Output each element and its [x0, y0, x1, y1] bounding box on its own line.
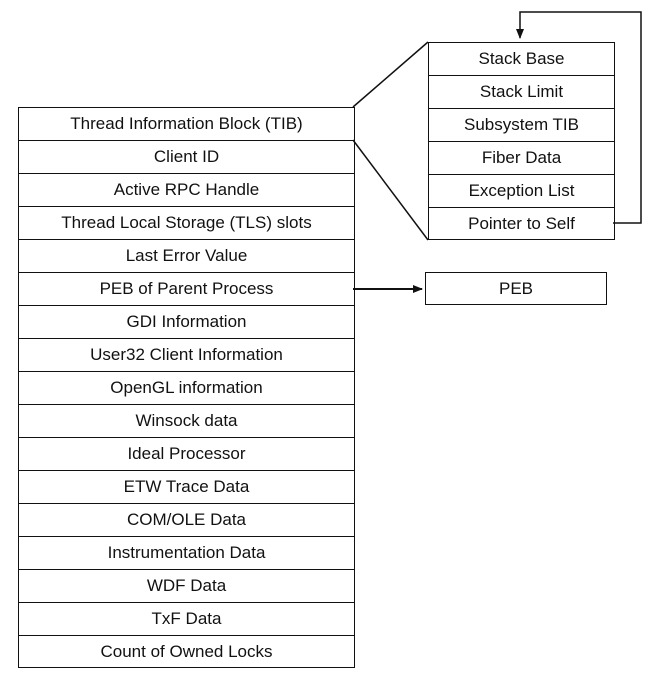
nt-tib-field-exception-list: Exception List — [429, 174, 614, 207]
tib-field-etw-trace-data: ETW Trace Data — [19, 470, 354, 503]
nt-tib-field-stack-base: Stack Base — [429, 42, 614, 75]
expand-line-bottom — [352, 139, 429, 241]
tib-field-gdi-information: GDI Information — [19, 305, 354, 338]
tib-field-wdf-data: WDF Data — [19, 569, 354, 602]
tib-field-com-ole-data: COM/OLE Data — [19, 503, 354, 536]
nt-tib-field-fiber-data: Fiber Data — [429, 141, 614, 174]
tib-field-peb-of-parent-process: PEB of Parent Process — [19, 272, 354, 305]
tib-field-active-rpc-handle: Active RPC Handle — [19, 173, 354, 206]
tib-field-tls-slots: Thread Local Storage (TLS) slots — [19, 206, 354, 239]
tib-field-user32-client-information: User32 Client Information — [19, 338, 354, 371]
expand-line-top — [352, 41, 429, 108]
tib-field-last-error-value: Last Error Value — [19, 239, 354, 272]
nt-tib-field-pointer-to-self: Pointer to Self — [429, 207, 614, 240]
nt-tib-field-subsystem-tib: Subsystem TIB — [429, 108, 614, 141]
tib-field-ideal-processor: Ideal Processor — [19, 437, 354, 470]
tib-field-opengl-information: OpenGL information — [19, 371, 354, 404]
tib-structure: Thread Information Block (TIB) Client ID… — [18, 107, 355, 668]
nt-tib-field-stack-limit: Stack Limit — [429, 75, 614, 108]
tib-field-tib: Thread Information Block (TIB) — [19, 107, 354, 140]
tib-field-count-of-owned-locks: Count of Owned Locks — [19, 635, 354, 668]
tib-field-client-id: Client ID — [19, 140, 354, 173]
tib-field-instrumentation-data: Instrumentation Data — [19, 536, 354, 569]
tib-field-winsock-data: Winsock data — [19, 404, 354, 437]
tib-field-txf-data: TxF Data — [19, 602, 354, 635]
nt-tib-structure: Stack Base Stack Limit Subsystem TIB Fib… — [428, 42, 615, 240]
peb-box: PEB — [425, 272, 607, 305]
